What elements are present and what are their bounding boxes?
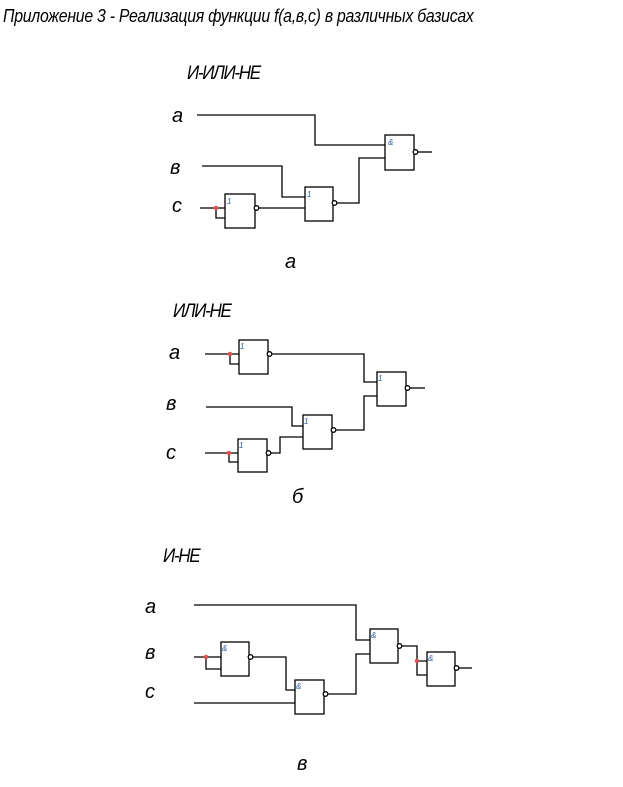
wire xyxy=(205,657,221,670)
wire xyxy=(194,604,370,641)
inverter-bubble xyxy=(322,691,329,697)
page-title: Приложение 3 - Реализация функции f(a,в,… xyxy=(3,6,474,26)
nand-gate xyxy=(294,679,325,715)
wire xyxy=(229,354,239,365)
junction-dot xyxy=(213,205,219,211)
junction-dot xyxy=(226,450,232,456)
diagram-b-input-c: с xyxy=(166,442,176,464)
gate-symbol: & xyxy=(428,654,433,663)
diagram-a-input-c: с xyxy=(172,195,182,217)
diagram-b-basis-title: ИЛИ-НЕ xyxy=(173,301,232,322)
wire xyxy=(228,453,238,463)
diagram-a-basis-title: И-ИЛИ-НЕ xyxy=(187,63,261,84)
inverter-bubble xyxy=(253,205,260,211)
junction-dot xyxy=(414,658,420,664)
nor-gate xyxy=(238,339,269,375)
wire xyxy=(215,208,225,219)
diagram-a-input-a: а xyxy=(172,105,184,127)
gate-symbol: & xyxy=(388,138,393,147)
inverter-bubble xyxy=(331,200,338,206)
gate-symbol: 1 xyxy=(240,342,244,351)
wire xyxy=(252,656,295,691)
inverter-bubble xyxy=(453,665,460,671)
wire xyxy=(327,653,370,695)
wire xyxy=(416,661,427,676)
inverter-bubble xyxy=(404,385,411,391)
diagram-c-input-b: в xyxy=(145,642,156,664)
wire xyxy=(401,645,427,662)
circuit-c: & & & & xyxy=(194,604,472,715)
inverter-bubble xyxy=(265,450,272,456)
wire xyxy=(202,165,305,198)
inverter-bubble xyxy=(247,654,254,660)
circuit-b: 1 1 1 1 xyxy=(205,339,425,473)
inverter-bubble xyxy=(396,643,403,649)
nor-gate xyxy=(224,193,256,229)
circuit-a: 1 1 & xyxy=(197,114,432,229)
diagram-a-caption: а xyxy=(285,251,297,273)
diagram-b-caption: б xyxy=(292,486,304,508)
wire xyxy=(197,114,385,146)
diagram-b-input-b: в xyxy=(166,393,177,415)
diagram-a-input-b: в xyxy=(170,157,181,179)
gate-symbol: 1 xyxy=(239,441,243,450)
junction-dot xyxy=(203,654,209,660)
wire xyxy=(335,395,377,431)
inverter-bubble xyxy=(330,427,337,433)
diagram-c-caption: в xyxy=(297,753,308,775)
inverter-bubble xyxy=(266,351,273,357)
gate-symbol: 1 xyxy=(378,374,382,383)
diagram-c-input-a: а xyxy=(145,596,157,618)
diagram-c-input-c: с xyxy=(145,681,155,703)
gate-symbol: 1 xyxy=(227,197,231,206)
gate-symbol: 1 xyxy=(307,190,311,199)
wire xyxy=(336,157,385,204)
gate-symbol: & xyxy=(222,644,227,653)
wire xyxy=(270,436,303,454)
diagram-b-input-a: а xyxy=(169,342,181,364)
wire xyxy=(206,406,303,427)
gate-symbol: & xyxy=(296,682,301,691)
diagram-c-basis-title: И-НЕ xyxy=(163,546,201,567)
junction-dot xyxy=(227,351,233,357)
gate-symbol: & xyxy=(371,631,376,640)
wire xyxy=(271,353,377,383)
inverter-bubble xyxy=(412,149,419,155)
gate-symbol: 1 xyxy=(304,417,308,426)
